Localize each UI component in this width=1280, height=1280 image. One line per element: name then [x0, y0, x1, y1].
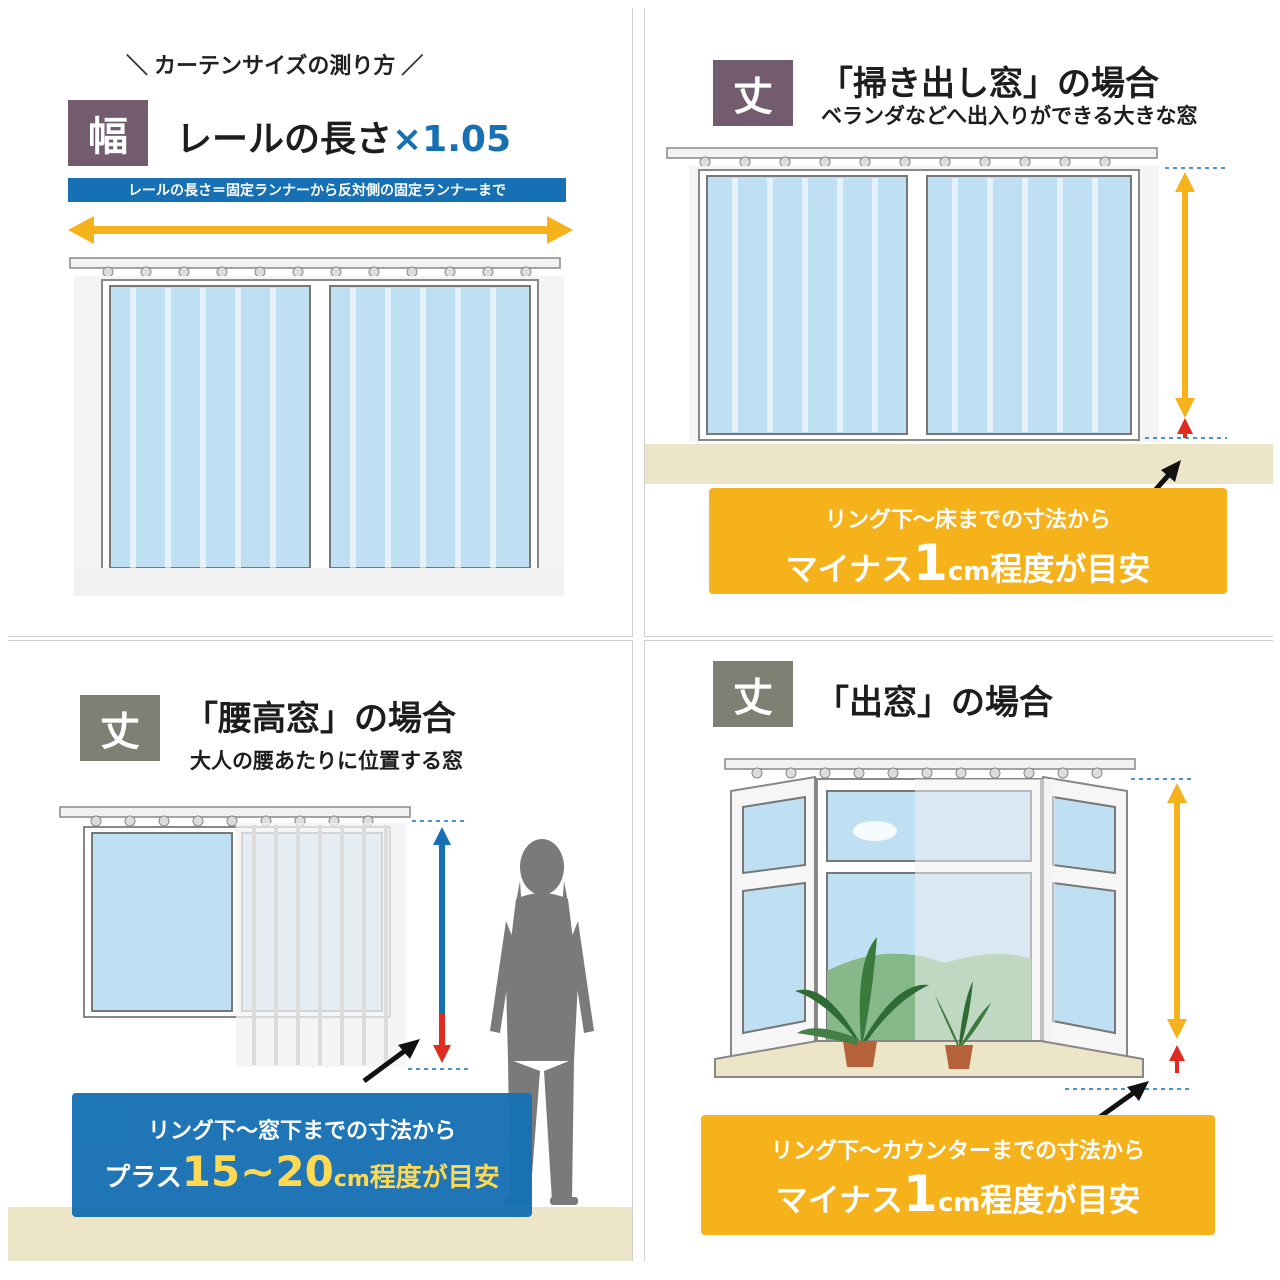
- waist-window-callout: リング下～窓下までの寸法から プラス15~20cm程度が目安: [72, 1093, 532, 1217]
- waist-window-panel: 丈 「腰高窓」の場合 大人の腰あたりに位置する窓 リング下～窓下までの寸法から …: [8, 640, 633, 1261]
- callout-number: 1: [913, 534, 948, 592]
- callout-unit: cm: [333, 1167, 370, 1192]
- pointer-arrow: [362, 1039, 420, 1084]
- person-silhouette: [490, 839, 594, 1205]
- callout-number: 15~20: [181, 1147, 334, 1196]
- width-multiplier: ×1.05: [392, 119, 512, 160]
- window-counter: [714, 1040, 1144, 1078]
- callout-line1: リング下～床までの寸法から: [824, 508, 1111, 533]
- callout-unit: cm: [947, 557, 991, 587]
- bay-window-panel: 丈 「出窓」の場合 リング下～カウンターまでの寸法から マイナス1cm程度が目安: [644, 640, 1273, 1261]
- bay-window-badge: 丈: [713, 661, 793, 727]
- waist-window-subtitle: 大人の腰あたりに位置する窓: [190, 749, 463, 773]
- width-arrow: [68, 216, 573, 244]
- callout-line2: プラス15~20cm程度が目安: [72, 1147, 532, 1196]
- waist-length-arrow: [433, 827, 451, 1063]
- width-formula: レールの長さ×1.05: [176, 110, 511, 162]
- curtain-rail: [69, 257, 561, 278]
- floor-window-illustration: [645, 147, 1273, 515]
- potted-plant: [795, 937, 929, 1067]
- floor-window-callout: リング下～床までの寸法から マイナス1cm程度が目安: [709, 488, 1227, 594]
- bay-window-callout: リング下～カウンターまでの寸法から マイナス1cm程度が目安: [701, 1115, 1215, 1235]
- rail-length-label: レールの長さ: [176, 119, 393, 160]
- callout-suffix: 程度が目安: [980, 1181, 1141, 1219]
- waist-window-title: 「腰高窓」の場合: [184, 699, 456, 739]
- callout-prefix: マイナス: [775, 1181, 904, 1219]
- callout-suffix: 程度が目安: [369, 1163, 500, 1193]
- curtain-rail: [666, 147, 1158, 168]
- callout-prefix: プラス: [104, 1163, 182, 1193]
- callout-prefix: マイナス: [785, 550, 914, 588]
- potted-plant: [935, 981, 991, 1069]
- bay-length-arrow: [1167, 783, 1187, 1073]
- rail-length-note: レールの長さ＝固定ランナーから反対側の固定ランナーまで: [68, 178, 566, 202]
- bay-window-illustration: [714, 758, 1193, 1122]
- width-panel: ＼カーテンサイズの測り方／ 幅 レールの長さ×1.05 レールの長さ＝固定ランナ…: [8, 8, 633, 637]
- curtain-rail: [724, 758, 1136, 779]
- floor-window-badge: 丈: [713, 60, 793, 126]
- curtain-rail: [59, 806, 411, 827]
- callout-suffix: 程度が目安: [990, 550, 1151, 588]
- callout-line2: マイナス1cm程度が目安: [709, 534, 1227, 592]
- floor-window-title: 「掃き出し窓」の場合: [819, 64, 1159, 104]
- howto-heading: ＼カーテンサイズの測り方／: [126, 54, 424, 79]
- callout-line2: マイナス1cm程度が目安: [701, 1165, 1215, 1223]
- waist-window-badge: 丈: [80, 695, 160, 761]
- bay-window-title: 「出窓」の場合: [815, 683, 1053, 723]
- callout-unit: cm: [937, 1188, 981, 1218]
- width-window-illustration: [68, 216, 573, 596]
- callout-line1: リング下～カウンターまでの寸法から: [770, 1139, 1145, 1164]
- callout-number: 1: [903, 1165, 938, 1223]
- howto-text: カーテンサイズの測り方: [154, 54, 396, 79]
- floor-window-panel: 丈 「掃き出し窓」の場合 ベランダなどへ出入りができる大きな窓 リング下～床まで…: [644, 8, 1273, 637]
- pointer-arrow: [1095, 1081, 1149, 1122]
- floor-window-subtitle: ベランダなどへ出入りができる大きな窓: [821, 104, 1198, 128]
- callout-line1: リング下～窓下までの寸法から: [147, 1119, 456, 1144]
- width-badge: 幅: [68, 100, 148, 166]
- floor-length-arrow: [1175, 172, 1195, 438]
